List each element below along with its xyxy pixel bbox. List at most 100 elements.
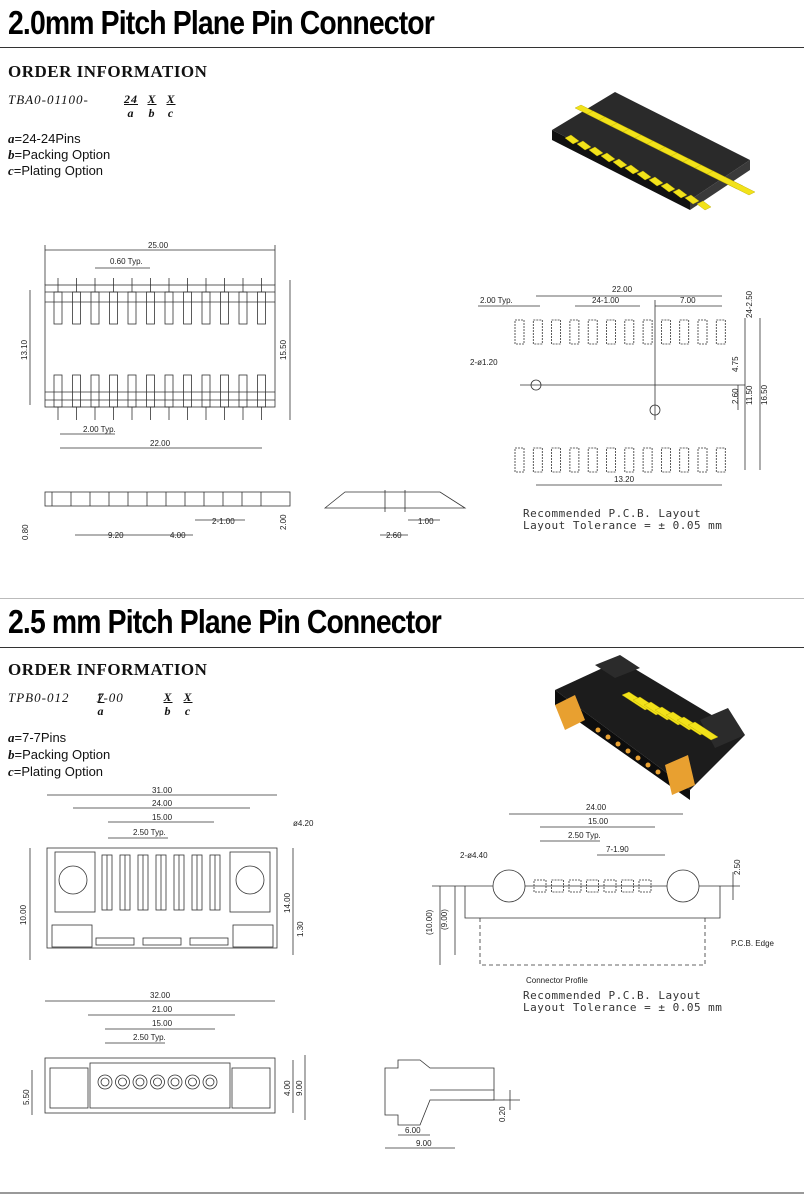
pin-leg <box>636 170 652 181</box>
pad-upper <box>697 319 708 345</box>
bottom-pin-core <box>205 1077 215 1087</box>
bottom-pin-core <box>153 1077 162 1087</box>
pad-upper <box>569 319 580 345</box>
section2-part-number: TPB0-012 1-00 7 X X a b c <box>8 690 308 720</box>
bottom-pin-core <box>188 1077 197 1087</box>
section1-part-number: TBA0-01100- 24 X X a b c <box>8 92 308 122</box>
dim-020: 0.20 <box>498 1106 507 1122</box>
dim-250typ: 2.50 Typ. <box>133 828 166 837</box>
section1-options: a=24-24Pins b=Packing Option c=Plating O… <box>8 131 110 179</box>
pad-upper <box>551 319 561 345</box>
pin-leg <box>660 182 676 193</box>
pin-leg <box>624 164 640 175</box>
dim-060: 0.60 Typ. <box>110 257 143 266</box>
dim-25: 25.00 <box>148 241 169 250</box>
section2-pn-text-b: 1-00 <box>91 690 124 705</box>
section2-order-heading: ORDER INFORMATION <box>8 660 208 679</box>
pad-lower <box>587 447 598 473</box>
pad-upper <box>606 319 616 345</box>
dim-400: 4.00 <box>170 531 186 540</box>
section1-pn-text: TBA0-01100- <box>8 92 89 107</box>
pad25 <box>551 879 564 893</box>
dim-pcb-24-100: 24-1.00 <box>592 296 620 305</box>
dim-pcb-24-250: 24-2.50 <box>745 290 754 318</box>
dim-2-100: 2-1.00 <box>212 517 235 526</box>
pad-lower <box>514 447 525 473</box>
pad25 <box>533 879 547 893</box>
section-divider <box>0 598 804 599</box>
pin-top <box>706 170 756 196</box>
bottom-pin-ring <box>132 1074 148 1090</box>
section1-pn-key-a: a <box>127 106 135 120</box>
option-c: c=Plating Option <box>8 163 104 178</box>
connector-25mm-render <box>555 655 745 800</box>
dim-1500: 15.00 <box>152 813 173 822</box>
pin25-hole <box>655 769 661 775</box>
pin25-hole <box>635 755 641 761</box>
pcb-note-line2: Layout Tolerance = ± 0.05 mm <box>523 519 723 532</box>
pin-leg <box>696 200 712 211</box>
dim-200typ: 2.00 Typ. <box>83 425 116 434</box>
pad-upper <box>679 319 690 345</box>
dim-dia420: ø4.20 <box>293 819 314 828</box>
dim-pcb-1320: 13.20 <box>614 475 635 484</box>
dim-pcb-700: 7.00 <box>680 296 696 305</box>
dim-3100: 31.00 <box>152 786 173 795</box>
pcb-layout-25mm <box>432 813 740 966</box>
dim-pcb-1150: 11.50 <box>745 385 754 405</box>
pad-upper <box>661 319 671 345</box>
pcb-layout-2mm <box>478 295 761 486</box>
pcb2-note-line1: Recommended P.C.B. Layout <box>523 989 702 1002</box>
bottom-pin-ring <box>97 1074 113 1090</box>
section2-pn-text-a: TPB0-012 <box>8 690 74 705</box>
pad-upper <box>624 319 635 345</box>
dim-pcb-1650: 16.50 <box>760 384 769 405</box>
pad-upper <box>642 319 653 345</box>
pad-lower <box>642 447 653 473</box>
side-view-25mm <box>384 1059 520 1149</box>
option2-a: a=7-7Pins <box>8 730 67 745</box>
dim-b-400: 4.00 <box>283 1080 292 1096</box>
dim-2100: 21.00 <box>152 1005 173 1014</box>
dim-pcb-200typ: 2.00 Typ. <box>480 296 513 305</box>
bottom-pin-ring <box>202 1074 218 1090</box>
dim-pcb2-hole: 2-ø4.40 <box>460 851 488 860</box>
front-view-25mm <box>29 794 294 960</box>
section2-options: a=7-7Pins b=Packing Option c=Plating Opt… <box>8 729 110 780</box>
section2-pn-key-b: b <box>164 704 172 718</box>
dim-b-900: 9.00 <box>295 1080 304 1096</box>
pad-lower <box>551 447 561 473</box>
bottom-pin-core <box>100 1077 110 1087</box>
dim-pcb2-250: 2.50 <box>733 859 742 875</box>
pin25-hole <box>605 734 611 740</box>
option2-b: b=Packing Option <box>8 747 111 762</box>
dim-b-250typ: 2.50 Typ. <box>133 1033 166 1042</box>
pin-leg <box>600 152 616 163</box>
pad-lower <box>679 447 690 473</box>
bottom-view-25mm <box>31 1000 306 1120</box>
option-b: b=Packing Option <box>8 147 111 162</box>
dim-b-1500: 15.00 <box>152 1019 173 1028</box>
pad25 <box>621 879 634 893</box>
pad-upper <box>715 319 726 345</box>
dim-080: 0.80 <box>21 524 30 540</box>
dim-1310: 13.10 <box>20 339 29 360</box>
pad-upper <box>587 319 598 345</box>
dim-pcb2-2400: 24.00 <box>586 803 607 812</box>
dim-3200: 32.00 <box>150 991 171 1000</box>
pad25 <box>603 879 617 893</box>
pad-lower <box>624 447 635 473</box>
bottom-pin-ring <box>167 1074 183 1090</box>
section1-title: 2.0mm Pitch Plane Pin Connector <box>8 4 435 41</box>
dim-550: 5.50 <box>22 1089 31 1105</box>
top-view-2mm <box>29 245 291 449</box>
pin-leg <box>564 134 580 145</box>
option2-c: c=Plating Option <box>8 764 104 779</box>
pad-upper <box>532 319 543 345</box>
dim-920: 9.20 <box>108 531 124 540</box>
section1-pcb-note: Recommended P.C.B. Layout Layout Toleran… <box>523 508 722 532</box>
pin25-hole <box>645 762 651 768</box>
pin25-hole <box>625 748 631 754</box>
dim-pcb2-900: (9.00) <box>440 909 449 930</box>
dim-s-900: 9.00 <box>416 1139 432 1148</box>
